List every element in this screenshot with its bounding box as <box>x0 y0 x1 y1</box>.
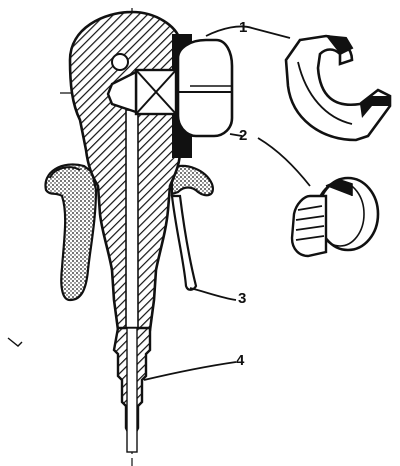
callout-4: 4 <box>236 352 245 369</box>
stray-mark <box>7 337 23 347</box>
bolt-assembly-section <box>106 34 234 158</box>
leader-2 <box>229 133 311 187</box>
rubber-collar <box>44 163 214 302</box>
bolt-part <box>290 176 380 258</box>
spacer-part <box>284 34 392 142</box>
callout-2: 2 <box>239 127 248 144</box>
callout-1: 1 <box>239 19 248 36</box>
nozzle-tube <box>112 326 152 453</box>
leader-3 <box>189 287 237 301</box>
callout-3: 3 <box>238 290 247 307</box>
spring-clip <box>170 194 198 291</box>
leader-4 <box>143 361 237 381</box>
leader-1 <box>205 25 291 39</box>
leader-lines <box>143 25 311 381</box>
